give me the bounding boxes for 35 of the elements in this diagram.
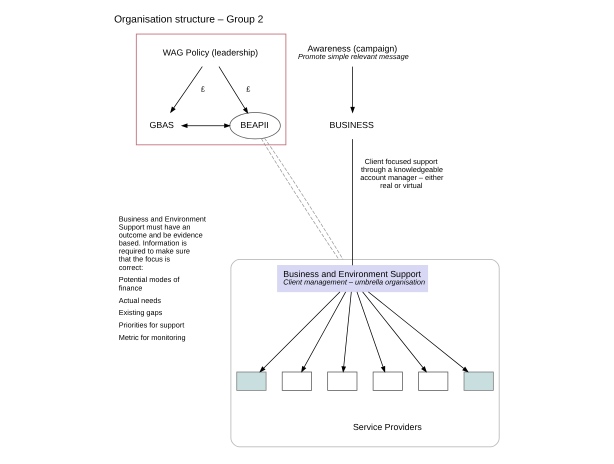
arrow — [362, 292, 427, 373]
node-ellipse: BEAPII — [228, 112, 280, 140]
arrow — [350, 66, 354, 114]
arrow — [367, 292, 468, 373]
arrow — [180, 123, 230, 128]
label: Actual needs — [118, 296, 161, 305]
diagram-title: Organisation structure – Group 2 — [114, 14, 263, 26]
label: Potential modes of finance — [118, 275, 179, 292]
node-box — [418, 372, 448, 391]
node-text: GBAS — [149, 120, 174, 130]
arrow — [218, 66, 248, 114]
node-text: BUSINESS — [328, 120, 374, 130]
edge-label: Client focused support through a knowledgeable account manager – either real or virtual — [360, 156, 443, 190]
label: Existing gaps — [118, 308, 162, 318]
arrow — [340, 292, 352, 373]
arrow — [300, 292, 346, 373]
label: Metric for monitoring — [118, 333, 186, 342]
node-text: Awareness (campaign) Promote simple relevant message — [297, 43, 408, 61]
cluster — [230, 259, 500, 448]
arrow — [356, 292, 385, 373]
node-text: WAG Policy (leadership) — [162, 47, 258, 58]
node-box — [463, 372, 494, 391]
arrow — [170, 66, 202, 114]
node-box — [326, 372, 357, 391]
edge-label: £ — [200, 84, 204, 94]
cluster — [135, 34, 286, 146]
edge-label: £ — [246, 84, 250, 94]
label: Priorities for support — [118, 320, 184, 330]
node-text: Service Providers — [352, 422, 422, 432]
node-box — [236, 372, 266, 391]
arrow — [258, 292, 340, 373]
node-box — [372, 372, 402, 391]
label: Business and Environment Support must have an outcome and be evidence based. Information is required to make sure that the focus is correct: — [118, 214, 206, 272]
node-box — [281, 372, 312, 391]
node-box: Business and Environment Support Client management – umbrella organisation — [276, 264, 428, 292]
